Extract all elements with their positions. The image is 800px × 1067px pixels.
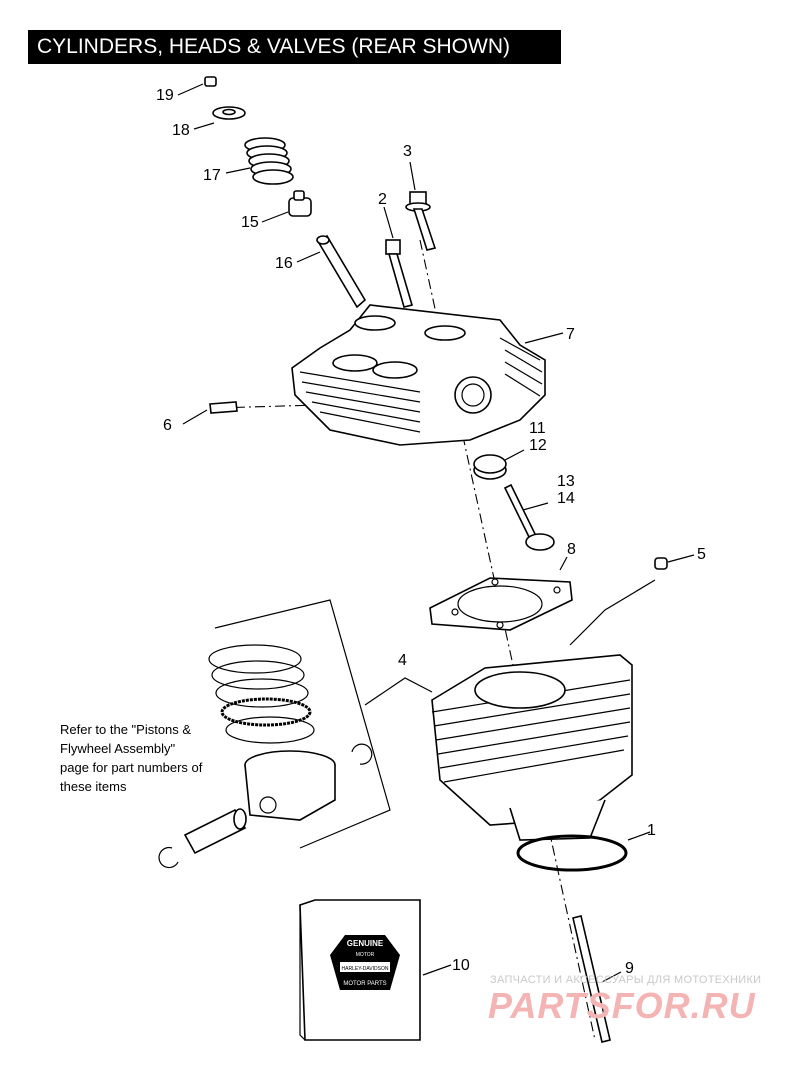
part-valve-spring — [244, 137, 294, 185]
callout-2: 2 — [378, 191, 387, 208]
leader-lines — [177, 83, 695, 983]
part-valve-keeper — [204, 76, 217, 87]
callout-13: 13 — [557, 473, 575, 490]
page-title: CYLINDERS, HEADS & VALVES (REAR SHOWN) — [28, 30, 561, 64]
package-logo-mid: MOTOR — [356, 952, 375, 958]
callout-15: 15 — [241, 214, 259, 231]
callout-11: 11 — [529, 420, 546, 437]
part-head-bolt-long — [405, 191, 437, 251]
part-valve-guide — [316, 234, 367, 309]
note-line: these items — [60, 779, 127, 794]
part-head-bolt-short — [385, 239, 414, 308]
note-line: page for part numbers of — [60, 760, 203, 775]
part-cylinder-stud — [572, 915, 611, 1043]
stud-axis — [214, 404, 319, 409]
part-valve-seat — [473, 454, 507, 480]
part-head-gasket — [429, 577, 573, 631]
part-exhaust-stud — [209, 401, 238, 414]
part-piston-bracket — [214, 599, 433, 849]
part-cylinder — [431, 654, 633, 841]
callout-7: 7 — [566, 326, 575, 343]
note-line: Flywheel Assembly" — [60, 741, 176, 756]
reference-note: Refer to the "Pistons & Flywheel Assembl… — [60, 720, 230, 796]
part-valve-seal — [288, 190, 312, 217]
callout-5: 5 — [697, 546, 706, 563]
part-dowel-pin — [654, 557, 668, 570]
callout-19: 19 — [156, 87, 174, 104]
assembly-axis — [419, 239, 596, 1041]
callout-9: 9 — [625, 960, 634, 977]
part-wrist-pin — [183, 808, 247, 855]
callout-18: 18 — [172, 122, 190, 139]
callout-4: 4 — [398, 652, 407, 669]
watermark-text: ЗАПЧАСТИ И АКСЕССУАРЫ ДЛЯ МОТОТЕХНИКИ — [490, 974, 762, 986]
callout-10: 10 — [452, 957, 470, 974]
part-piston-rings — [208, 644, 315, 744]
callout-14: 14 — [557, 490, 575, 507]
package-logo-brand: HARLEY-DAVIDSON — [342, 966, 389, 972]
callout-3: 3 — [403, 143, 412, 160]
watermark-logo: PARTSFOR.RU — [488, 985, 756, 1026]
callout-17: 17 — [203, 167, 221, 184]
callout-8: 8 — [567, 541, 576, 558]
part-cylinder-head — [291, 304, 546, 446]
package-logo-bottom: MOTOR PARTS — [343, 981, 386, 987]
package-logo-top: GENUINE — [347, 939, 384, 948]
note-line: Refer to the "Pistons & — [60, 722, 192, 737]
callout-1: 1 — [647, 822, 656, 839]
part-spring-retainer — [212, 106, 246, 120]
callout-6: 6 — [163, 417, 172, 434]
callout-16: 16 — [275, 255, 293, 272]
part-valve — [503, 483, 555, 551]
part-o-ring — [516, 834, 628, 872]
part-piston — [244, 750, 336, 821]
part-circlip-left — [158, 846, 179, 869]
part-circlip-right — [351, 743, 373, 765]
part-gasket-kit-package — [299, 899, 421, 1041]
callout-12: 12 — [529, 437, 547, 454]
